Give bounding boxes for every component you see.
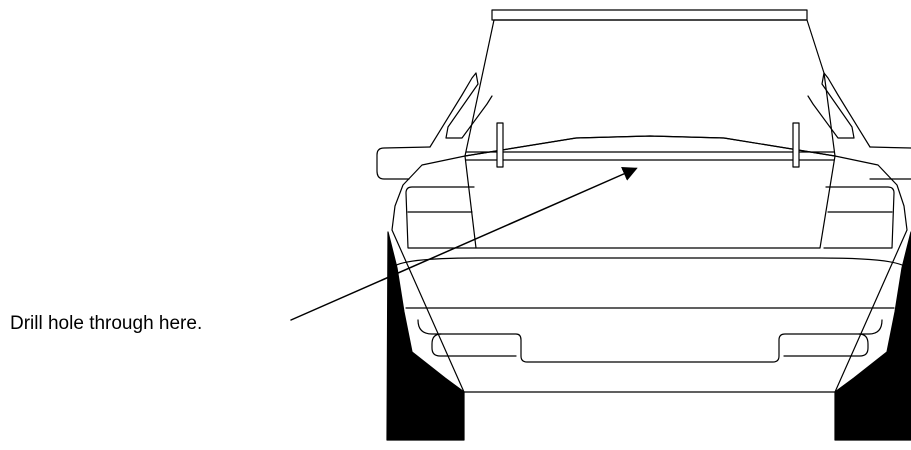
left-tail-light: [406, 187, 476, 248]
right-c-pillar: [808, 73, 870, 147]
license-plate-left-notch: [432, 334, 516, 356]
license-plate-right-notch: [784, 334, 868, 356]
right-side-mirror: [870, 147, 911, 179]
trunk-seam: [465, 136, 835, 156]
rear-spoiler: [492, 10, 807, 20]
right-tail-light: [824, 187, 894, 248]
bumper-top: [392, 258, 907, 268]
left-side-mirror: [377, 147, 430, 179]
right-bracket: [793, 123, 799, 167]
license-plate-recess: [418, 320, 882, 362]
trunk-lid: [465, 20, 835, 248]
left-tire: [387, 232, 464, 440]
left-bracket: [497, 123, 503, 167]
right-tire: [835, 232, 911, 440]
annotation-arrow: [291, 166, 638, 320]
left-c-pillar: [430, 73, 492, 147]
annotation-label: Drill hole through here.: [10, 313, 203, 334]
body-outline: [392, 136, 907, 392]
